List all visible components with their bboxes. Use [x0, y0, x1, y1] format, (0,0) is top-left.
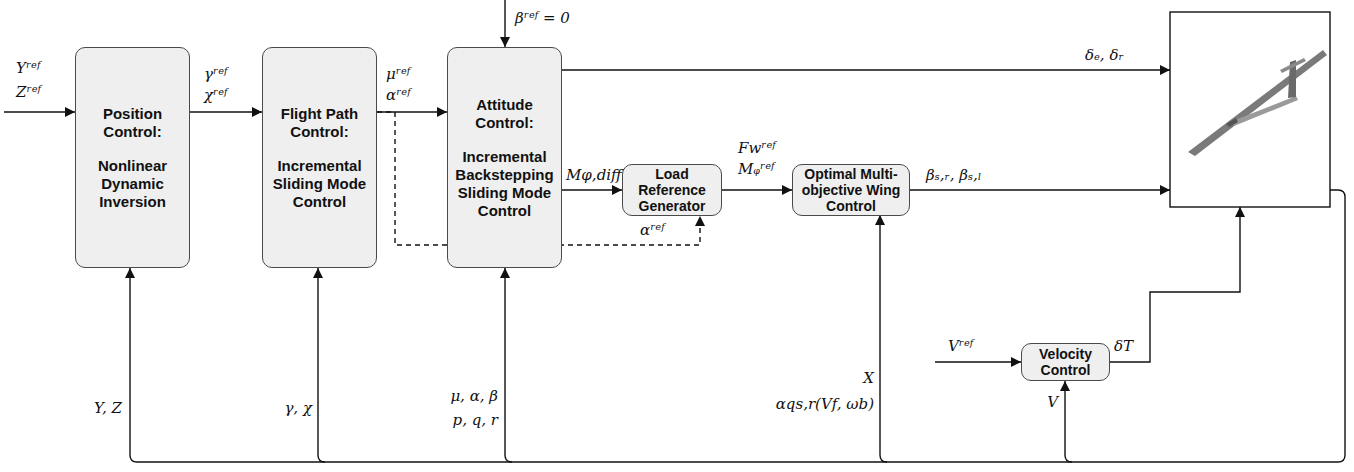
feedback-branch — [505, 268, 512, 462]
attitude-control-box: Attitude Control: Incremental Backsteppin… — [447, 47, 562, 268]
actuator-signal: δT — [1114, 336, 1133, 357]
box-text: Incremental Backstepping Sliding Mode Co… — [454, 148, 555, 220]
box-text: Optimal Multi-objective Wing Control — [799, 166, 903, 214]
edge-label: αʳᵉᶠ — [640, 220, 665, 241]
position-control-box: Position Control: Nonlinear Dynamic Inver… — [75, 47, 190, 268]
feedback-signal: X — [863, 368, 874, 389]
reference-signal: Zʳᵉᶠ — [16, 82, 41, 103]
box-text: Incremental Sliding Mode Control — [269, 157, 370, 211]
box-heading: Position Control: — [82, 105, 183, 141]
box-heading: Attitude Control: — [454, 96, 555, 132]
feedback-signal: p, q, r — [453, 410, 498, 431]
feedback-signal: γ, χ — [284, 398, 312, 419]
signal-connector — [562, 189, 622, 190]
feedback-branch — [318, 268, 325, 462]
signal-connector — [190, 111, 262, 112]
input-arrow — [4, 111, 75, 112]
control-surface-arrow — [562, 69, 1170, 70]
velocity-control-box: Velocity Control — [1021, 343, 1110, 381]
actuator-signal: βₛ,ᵣ, βₛ,ₗ — [926, 165, 981, 186]
feedback-branch — [880, 215, 887, 462]
velocity-ref-arrow — [935, 361, 1021, 362]
wing-control-box: Optimal Multi-objective Wing Control — [792, 164, 910, 216]
wing-shape-arrow — [910, 189, 1170, 190]
glider-illustration — [1188, 50, 1327, 156]
reference-signal: Yʳᵉᶠ — [16, 58, 40, 79]
reference-signal: βʳᵉᶠ = 0 — [515, 8, 570, 29]
box-text: Load Reference Generator — [629, 166, 715, 214]
feedback-branch — [130, 268, 137, 462]
feedback-signal: Y, Z — [94, 398, 122, 419]
feedback-signal: μ, α, β — [450, 386, 498, 407]
actuator-signal: δₑ, δᵣ — [1085, 45, 1124, 66]
throttle-arrow — [1110, 207, 1240, 362]
load-reference-box: Load Reference Generator — [622, 164, 722, 216]
feedback-branch — [1065, 381, 1072, 462]
edge-label: Mφ,diff — [566, 165, 622, 186]
box-text: Velocity Control — [1028, 346, 1103, 378]
feedback-signal: αqs,r(Vf, ωb) — [776, 394, 874, 415]
signal-connector — [722, 189, 792, 190]
box-heading: Flight Path Control: — [269, 105, 370, 141]
edge-label: μʳᵉᶠ αʳᵉᶠ — [386, 64, 411, 106]
edge-label: Fwʳᵉᶠ Mᵩʳᵉᶠ — [738, 138, 776, 180]
aircraft-frame — [1170, 12, 1330, 207]
reference-signal: Vʳᵉᶠ — [948, 336, 973, 357]
box-text: Nonlinear Dynamic Inversion — [82, 157, 183, 211]
flight-path-control-box: Flight Path Control: Incremental Sliding … — [262, 47, 377, 268]
edge-label: γʳᵉᶠ χʳᵉᶠ — [204, 64, 228, 106]
feedback-signal: V — [1047, 392, 1058, 413]
sideslip-ref-arrow — [504, 0, 505, 47]
